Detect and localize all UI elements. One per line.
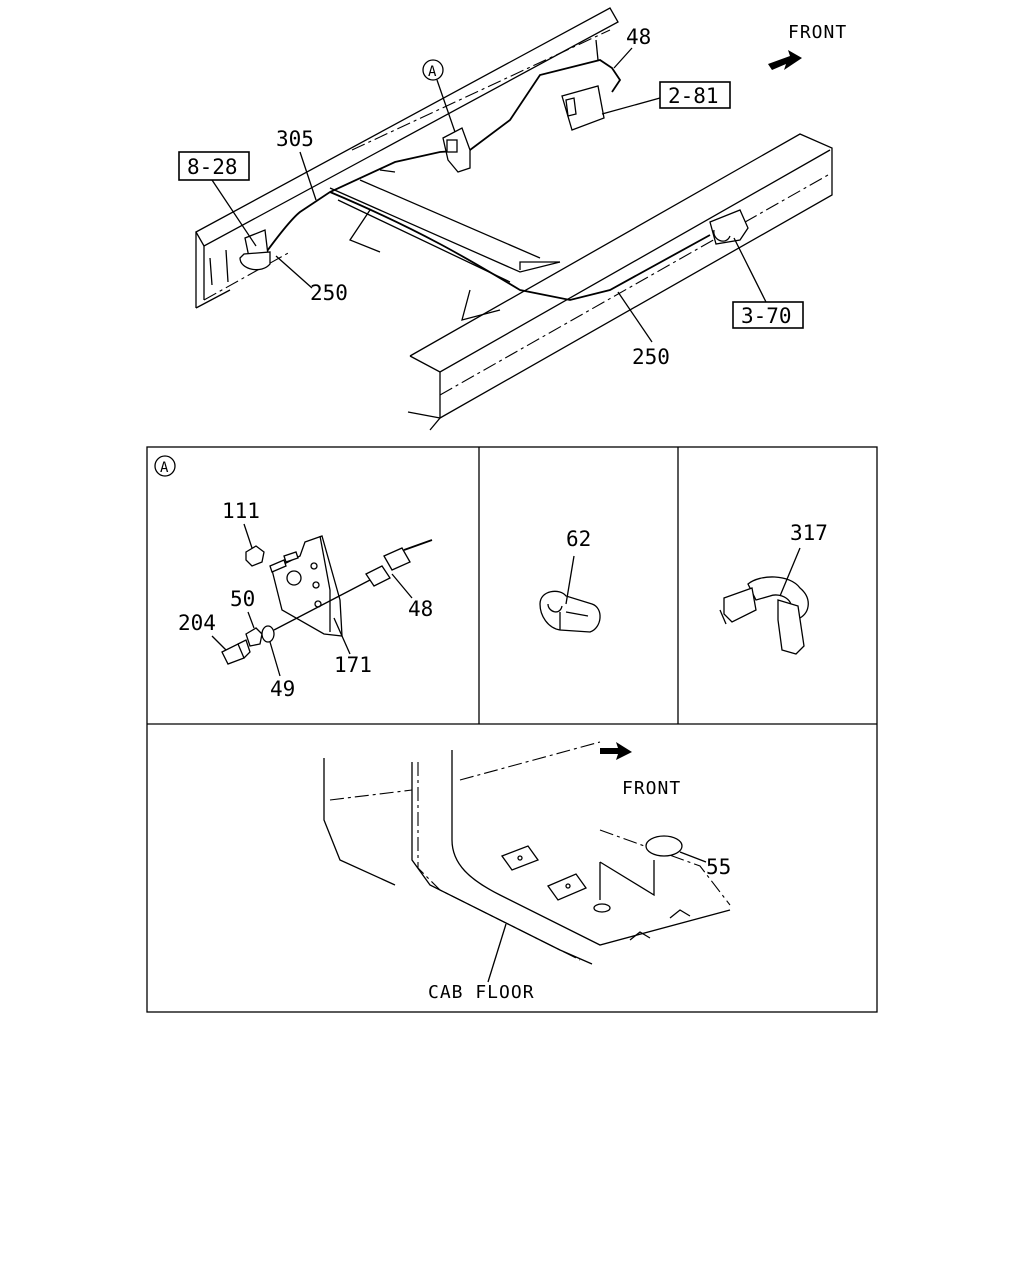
part-305-label: 305 [276,127,314,151]
cab-floor-panel: FRONT 55 CAB FLOOR [323,741,731,1003]
part-50-label: 50 [230,587,255,611]
callout-a-circle [422,59,444,81]
front-label: FRONT [788,22,847,43]
detail-62-panel: 62 [539,527,601,633]
ref-3-70-label: 3-70 [741,304,792,328]
part-250-right-label: 250 [632,345,670,369]
detail-a-callout-circle [154,455,176,477]
ref-3-70-box [732,301,804,329]
part-48-label: 48 [626,25,651,49]
front-arrow-icon [768,50,802,70]
cab-floor-label: CAB FLOOR [428,982,535,1003]
part-317-label: 317 [790,521,828,545]
ref-2-81-label: 2-81 [668,84,719,108]
callout-a-label: A [428,64,437,80]
detail-a-callout-label: A [160,460,169,476]
ref-2-81-box [659,81,731,109]
cab-front-arrow-icon [600,742,632,760]
part-55-label: 55 [706,855,731,879]
part-204-label: 204 [178,611,216,635]
chassis-overview [195,7,833,431]
part-171-label: 171 [334,653,372,677]
part-111-label: 111 [222,499,260,523]
part-49-label: 49 [270,677,295,701]
cab-front-label: FRONT [622,778,681,799]
detail-frame [146,446,878,1013]
part-250-left-label: 250 [310,281,348,305]
ref-8-28-box [178,151,250,181]
part-62-label: 62 [566,527,591,551]
ref-8-28-label: 8-28 [187,155,238,179]
part-48-detail-label: 48 [408,597,433,621]
detail-317-panel: 317 [719,521,828,655]
detail-a-panel: A 111 50 204 48 171 49 [154,455,433,701]
